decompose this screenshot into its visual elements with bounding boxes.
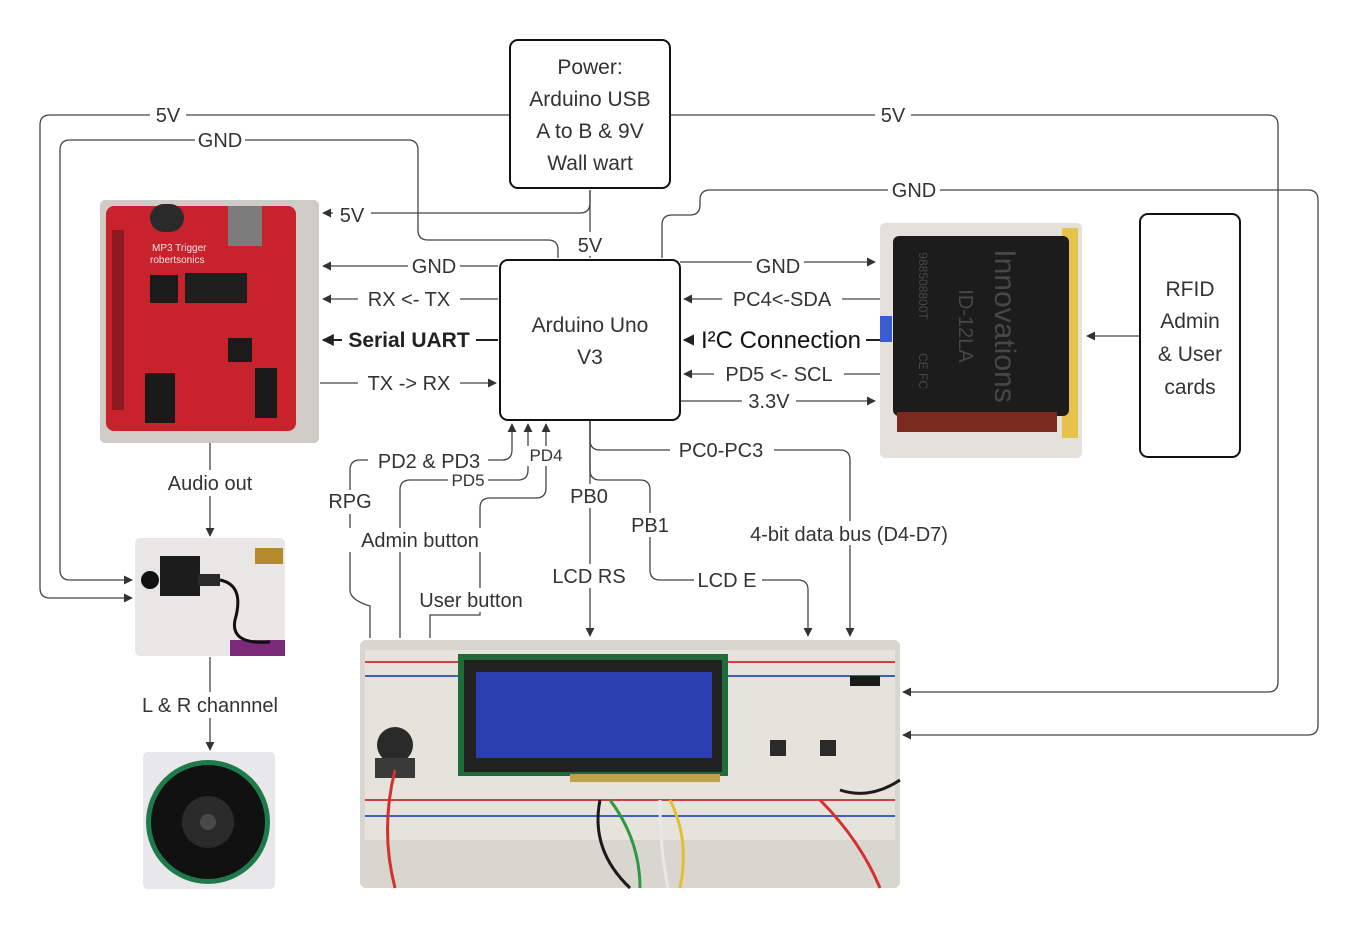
- mp3-trigger-photo: MP3 Trigger robertsonics: [100, 200, 319, 443]
- label-gnd-right: GND: [892, 180, 936, 202]
- label-rpg: RPG: [328, 491, 371, 513]
- label-data-bus: 4-bit data bus (D4-D7): [750, 524, 948, 546]
- label-pb1: PB1: [631, 515, 669, 537]
- label-scl: PD5 <- SCL: [725, 364, 832, 386]
- label-gnd-mp3: GND: [412, 256, 456, 278]
- label-serial-uart: Serial UART: [348, 329, 470, 352]
- label-5v-arduino: 5V: [578, 235, 603, 257]
- label-lr-channel: L & R channnel: [142, 695, 278, 717]
- mp3-board-text: MP3 Trigger: [152, 243, 207, 254]
- label-5v-left: 5V: [156, 105, 181, 127]
- rfid-cards-line: RFID: [1166, 278, 1215, 301]
- label-3v3: 3.3V: [748, 391, 790, 413]
- rfid-cards-line: Admin: [1160, 310, 1220, 333]
- power-box-line: Power:: [557, 56, 622, 79]
- label-user-button: User button: [419, 590, 522, 612]
- label-pc0-pc3: PC0-PC3: [679, 440, 763, 462]
- label-5v-right: 5V: [881, 105, 906, 127]
- rfid-module-text: ID-12LA: [954, 289, 976, 363]
- label-lcd-e: LCD E: [698, 570, 757, 592]
- label-gnd-left: GND: [198, 130, 242, 152]
- label-rx-tx: RX <- TX: [368, 289, 450, 311]
- label-lcd-rs: LCD RS: [552, 566, 625, 588]
- power-box-line: Wall wart: [547, 152, 633, 175]
- speaker-photo: [143, 752, 275, 889]
- rfid-module-photo: Innovations ID-12LA 988508800T CE FC: [880, 223, 1082, 458]
- rfid-cards-line: & User: [1158, 343, 1222, 366]
- arduino-box-line: Arduino Uno: [532, 314, 649, 337]
- audio-amp-photo: [135, 538, 285, 656]
- label-5v-mp3: 5V: [340, 205, 365, 227]
- arduino-box: Arduino Uno V3: [500, 260, 680, 420]
- label-i2c: I²C Connection: [701, 327, 861, 354]
- rfid-module-text: Innovations: [988, 249, 1021, 402]
- lcd-breadboard-photo: [360, 640, 900, 888]
- power-box-line: Arduino USB: [529, 88, 650, 111]
- label-pd5: PD5: [451, 471, 484, 490]
- label-audio-out: Audio out: [168, 473, 253, 495]
- label-gnd-rfid: GND: [756, 256, 800, 278]
- mp3-board-text: robertsonics: [150, 255, 204, 266]
- rfid-module-text: 988508800T: [916, 252, 930, 320]
- label-pd2-pd3: PD2 & PD3: [378, 451, 480, 473]
- label-sda: PC4<-SDA: [733, 289, 832, 311]
- label-pb0: PB0: [570, 486, 608, 508]
- rfid-cards-box: RFID Admin & User cards: [1140, 214, 1240, 457]
- label-admin-button: Admin button: [361, 530, 479, 552]
- power-box-line: A to B & 9V: [536, 120, 643, 143]
- rfid-module-text: CE FC: [916, 353, 930, 389]
- label-tx-rx: TX -> RX: [368, 373, 451, 395]
- arduino-box-line: V3: [577, 346, 603, 369]
- label-pd4: PD4: [529, 446, 562, 465]
- rfid-cards-line: cards: [1164, 376, 1215, 399]
- power-box: Power: Arduino USB A to B & 9V Wall wart: [510, 40, 670, 188]
